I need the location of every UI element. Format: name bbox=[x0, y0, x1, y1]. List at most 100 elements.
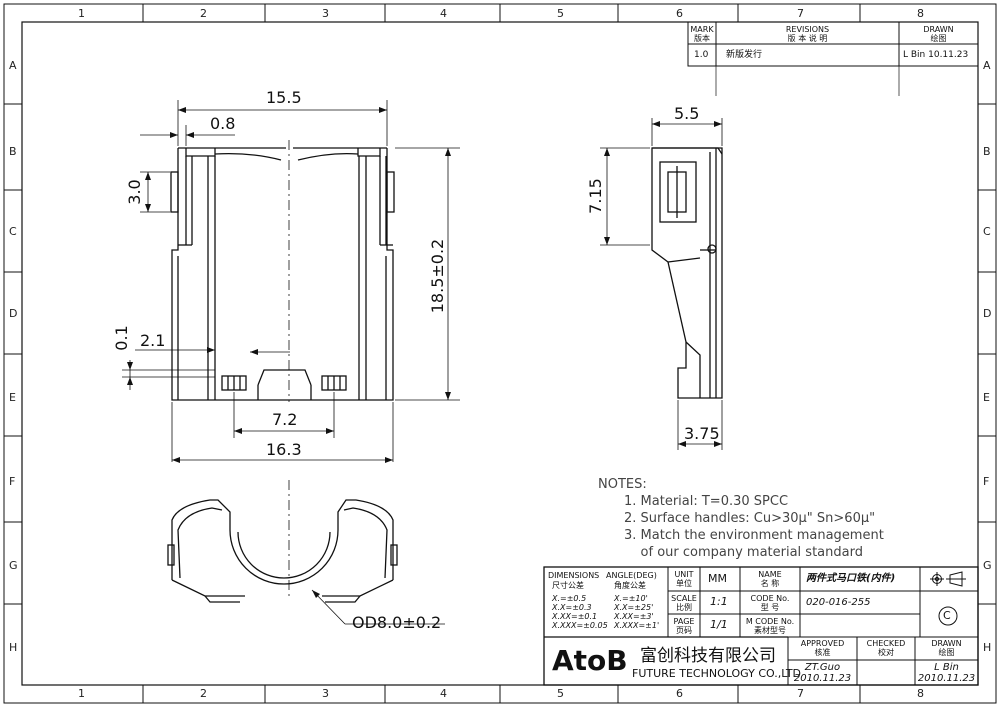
dim-slot-width: 7.2 bbox=[272, 410, 298, 429]
tb-tol-ang-4: X.XXX=±1' bbox=[614, 621, 660, 630]
tb-page-en: PAGE bbox=[673, 617, 695, 626]
border-ticks bbox=[4, 4, 996, 703]
tb-tol-ang-1: X.=±10' bbox=[614, 594, 648, 603]
tb-angle-en: ANGLE(DEG) bbox=[606, 571, 657, 580]
col-label-4-bottom: 4 bbox=[440, 687, 447, 700]
dim-side-height: 7.15 bbox=[586, 178, 605, 214]
tb-approved-en: APPROVED bbox=[800, 639, 845, 648]
rev-mark-header-cn: 版本 bbox=[694, 34, 710, 43]
dim-side-bottom: 3.75 bbox=[684, 424, 720, 443]
tb-code-value: 020-016-255 bbox=[806, 597, 871, 608]
tb-unit-value: MM bbox=[708, 572, 727, 585]
rev-desc-header-cn: 版 本 说 明 bbox=[787, 34, 828, 43]
side-dimensions bbox=[600, 118, 723, 450]
company-name-cn: 富创科技有限公司 bbox=[640, 646, 776, 666]
col-label-7-bottom: 7 bbox=[797, 687, 804, 700]
tb-drawn-by: L Bin bbox=[934, 662, 959, 673]
dim-height-small: 3.0 bbox=[125, 179, 144, 205]
tb-scale-value: 1:1 bbox=[710, 595, 728, 608]
row-label-d-right: D bbox=[983, 307, 992, 320]
notes-block: NOTES: 1. Material: T=0.30 SPCC 2. Surfa… bbox=[598, 476, 884, 561]
dim-gap-01: 0.1 bbox=[112, 325, 131, 351]
tb-name-value: 两件式马口铁(内件) bbox=[806, 573, 896, 584]
row-label-g: G bbox=[9, 559, 18, 572]
tb-dimensions-cn: 尺寸公差 bbox=[552, 581, 584, 590]
rev-mark-header: MARK 版本 bbox=[688, 25, 716, 43]
tb-angle-cn: 角度公差 bbox=[614, 581, 646, 590]
rev-drawn-header: DRAWN 绘图 bbox=[899, 25, 978, 43]
col-label-7: 7 bbox=[797, 7, 804, 20]
col-label-6-bottom: 6 bbox=[676, 687, 683, 700]
row-label-h: H bbox=[9, 641, 18, 654]
tb-dimensions-en: DIMENSIONS bbox=[548, 571, 600, 580]
tb-name-label: NAME 名 称 bbox=[740, 570, 800, 588]
col-label-3: 3 bbox=[322, 7, 329, 20]
inner-border bbox=[21, 21, 979, 686]
col-label-3-bottom: 3 bbox=[322, 687, 329, 700]
copyright-icon: C bbox=[943, 609, 951, 622]
col-label-1-bottom: 1 bbox=[78, 687, 85, 700]
title-block-grid bbox=[543, 566, 979, 686]
tb-name-cn: 名 称 bbox=[760, 579, 780, 588]
tb-tol-dim-4: X.XXX=±0.05 bbox=[552, 621, 608, 630]
row-label-e-right: E bbox=[983, 391, 990, 404]
bottom-view bbox=[167, 499, 398, 603]
row-label-c-right: C bbox=[983, 225, 991, 238]
rev-desc-header: REVISIONS 版 本 说 明 bbox=[716, 25, 899, 43]
company-name-en: FUTURE TECHNOLOGY CO.,LTD bbox=[632, 667, 802, 680]
tb-mcode-en: M CODE No. bbox=[745, 617, 795, 626]
tb-drawn-label: DRAWN 绘图 bbox=[915, 639, 978, 657]
tb-checked-cn: 校对 bbox=[878, 648, 894, 657]
tb-scale-cn: 比例 bbox=[676, 603, 692, 612]
row-label-f-right: F bbox=[983, 475, 990, 488]
col-label-1: 1 bbox=[78, 7, 85, 20]
dim-overall-height: 18.5±0.2 bbox=[428, 238, 447, 314]
tb-unit-en: UNIT bbox=[674, 570, 694, 579]
tb-drawn-en: DRAWN bbox=[931, 639, 962, 648]
tb-approved-label: APPROVED 核准 bbox=[788, 639, 857, 657]
company-logo: AtoB bbox=[552, 644, 628, 677]
revision-table bbox=[687, 21, 979, 96]
tb-page-cn: 页码 bbox=[676, 626, 692, 635]
tb-tol-ang-3: X.XX=±3' bbox=[614, 612, 654, 621]
rev-drawn-value: L Bin 10.11.23 bbox=[903, 50, 969, 60]
front-arrows bbox=[127, 107, 451, 463]
note-2: 2. Surface handles: Cu>30μ" Sn>60μ" bbox=[624, 511, 876, 526]
col-label-2: 2 bbox=[200, 7, 207, 20]
dim-bottom-width: 16.3 bbox=[266, 440, 302, 459]
rev-drawn-header-cn: 绘图 bbox=[930, 34, 947, 43]
tb-mcode-cn: 素材型号 bbox=[754, 626, 786, 635]
row-label-d: D bbox=[9, 307, 18, 320]
col-label-5-bottom: 5 bbox=[557, 687, 564, 700]
projection-symbol-icon bbox=[928, 570, 970, 588]
row-label-h-right: H bbox=[983, 641, 992, 654]
tb-scale-label: SCALE 比例 bbox=[668, 594, 700, 612]
side-arrows bbox=[604, 121, 722, 447]
rev-desc-value: 新版发行 bbox=[726, 50, 763, 60]
row-label-b: B bbox=[9, 145, 17, 158]
col-label-6: 6 bbox=[676, 7, 683, 20]
tb-checked-en: CHECKED bbox=[866, 639, 906, 648]
rev-desc-header-en: REVISIONS bbox=[785, 25, 830, 34]
tb-scale-en: SCALE bbox=[671, 594, 697, 603]
note-1: 1. Material: T=0.30 SPCC bbox=[624, 494, 789, 509]
col-label-4: 4 bbox=[440, 7, 447, 20]
row-label-f: F bbox=[9, 475, 16, 488]
side-view bbox=[651, 147, 723, 399]
tb-approved-by: ZT.Guo bbox=[804, 662, 841, 673]
rev-drawn-header-en: DRAWN bbox=[923, 25, 954, 34]
tb-checked-label: CHECKED 校对 bbox=[857, 639, 915, 657]
row-label-b-right: B bbox=[983, 145, 991, 158]
dim-gap-21: 2.1 bbox=[140, 331, 166, 350]
tb-drawn-cn: 绘图 bbox=[938, 648, 955, 657]
row-label-a-right: A bbox=[983, 59, 991, 72]
tb-tol-dim-1: X.=±0.5 bbox=[552, 594, 587, 603]
note-4: of our company material standard bbox=[624, 545, 863, 560]
tb-drawn-date: 2010.11.23 bbox=[917, 673, 976, 684]
tb-approved-values: ZT.Guo 2010.11.23 bbox=[788, 662, 857, 684]
dim-tab: 0.8 bbox=[210, 114, 236, 133]
note-3: 3. Match the environment management bbox=[624, 528, 884, 543]
tb-drawn-values: L Bin 2010.11.23 bbox=[915, 662, 978, 684]
tb-mcode-label: M CODE No. 素材型号 bbox=[740, 617, 800, 635]
